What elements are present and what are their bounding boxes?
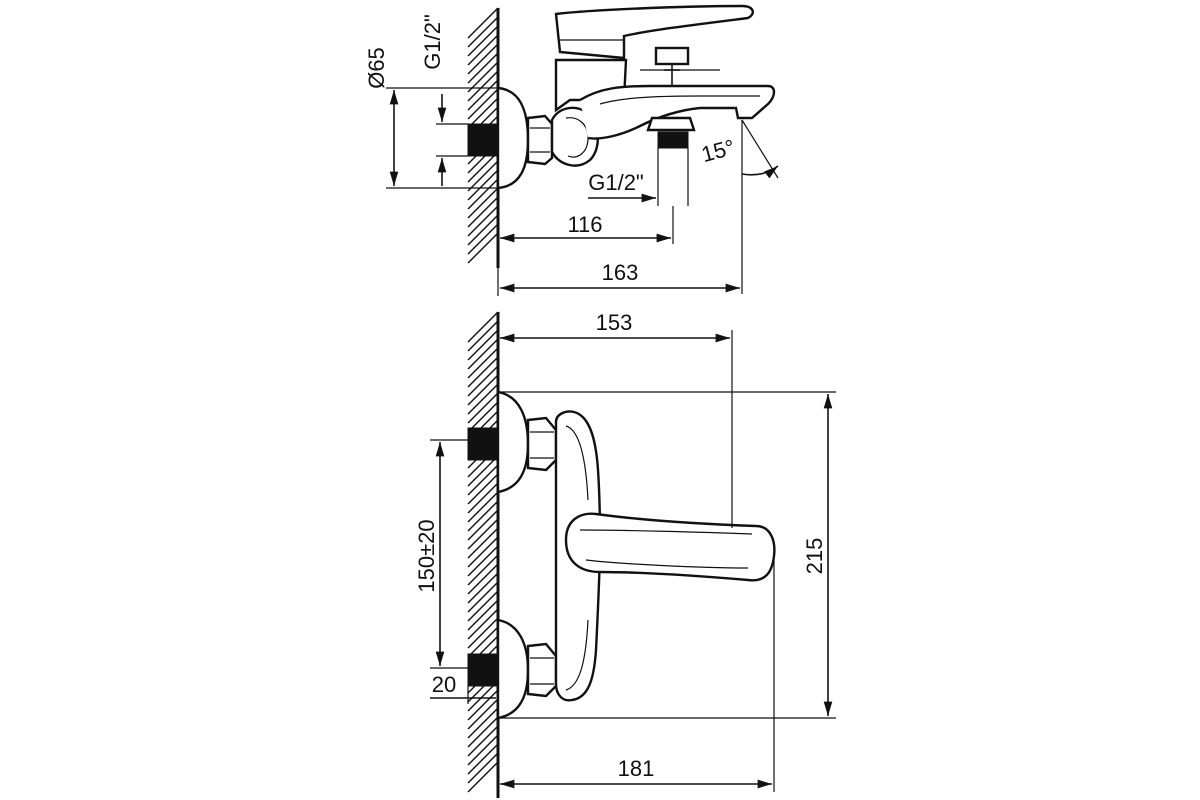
handle-top bbox=[554, 4, 754, 60]
thread-wall-label: G1/2" bbox=[420, 14, 445, 70]
wall-hatch-line bbox=[467, 178, 499, 210]
wall-hatch-line bbox=[467, 97, 499, 129]
wall-hatch-line bbox=[467, 374, 499, 406]
wall-hatch-line bbox=[467, 7, 499, 39]
wall-hatch-line bbox=[467, 79, 499, 111]
wall-hatch-line bbox=[467, 151, 499, 183]
wall-hatch-line bbox=[467, 617, 499, 649]
wall-hatch-line bbox=[467, 223, 499, 255]
wall-hatch-line bbox=[467, 383, 499, 415]
wall-hatch-line bbox=[467, 88, 499, 120]
wall-hatch-line bbox=[467, 187, 499, 219]
diverter-knob bbox=[654, 46, 690, 66]
height-label: 215 bbox=[802, 538, 827, 575]
wall-hatch-line bbox=[467, 608, 499, 640]
wall-hatch-line bbox=[467, 205, 499, 237]
centres-label: 150±20 bbox=[414, 519, 439, 592]
angle-label: 15° bbox=[699, 134, 738, 167]
wall-hatch-line bbox=[467, 347, 499, 379]
lower-thread bbox=[467, 653, 499, 687]
upper-nut bbox=[526, 416, 558, 472]
wall-hatch-line bbox=[467, 482, 499, 514]
thread-spout-label: G1/2" bbox=[588, 170, 644, 195]
wall-hatch-line bbox=[467, 536, 499, 568]
wall-hatch-line bbox=[467, 338, 499, 370]
upper-flange bbox=[496, 390, 530, 494]
wall-hatch-line bbox=[467, 698, 499, 730]
wall-hatch-line bbox=[467, 196, 499, 228]
spout-thread-top bbox=[657, 131, 689, 149]
wall-hatch-line bbox=[467, 61, 499, 93]
wall-hatch-line bbox=[467, 464, 499, 496]
wall-hatch-line bbox=[467, 743, 499, 775]
wall-hatch-line bbox=[467, 473, 499, 505]
upper-thread bbox=[467, 427, 499, 461]
wall-hatch-line bbox=[467, 214, 499, 246]
wall-hatch-line bbox=[467, 232, 499, 264]
wall-hatch-line bbox=[467, 356, 499, 388]
wall-hatch-line bbox=[467, 761, 499, 793]
wall-bottom bbox=[467, 311, 500, 798]
wall-hatch-line bbox=[467, 160, 499, 192]
wall-hatch-line bbox=[467, 25, 499, 57]
wall-hatch-line bbox=[467, 716, 499, 748]
hex-nut-top bbox=[526, 114, 554, 166]
wall-hatch-line bbox=[467, 590, 499, 622]
wall-hatch-line bbox=[467, 392, 499, 424]
wall-hatch-line bbox=[467, 52, 499, 84]
wall-hatch-line bbox=[467, 734, 499, 766]
wall-hatch-line bbox=[467, 455, 499, 487]
wall-hatch-line bbox=[467, 500, 499, 532]
wall-hatch-line bbox=[467, 626, 499, 658]
spout-thread-dist: 116 bbox=[567, 212, 602, 237]
lever-handle bbox=[564, 512, 776, 582]
wall-hatch-line bbox=[467, 572, 499, 604]
side-view: Ø65 G1/2" G1/2" 15° 116 163 bbox=[364, 4, 779, 296]
wall-hatch-line bbox=[467, 70, 499, 102]
wall-flange-top bbox=[496, 86, 530, 190]
wall-hatch-line bbox=[467, 169, 499, 201]
wall-hatch-line bbox=[467, 689, 499, 721]
wall-hatch-line bbox=[467, 545, 499, 577]
lower-flange bbox=[496, 618, 530, 720]
wall-hatch-line bbox=[467, 43, 499, 75]
wall-hatch-line bbox=[467, 752, 499, 784]
wall-hatch-line bbox=[467, 509, 499, 541]
wall-hatch-line bbox=[467, 34, 499, 66]
dia-label: Ø65 bbox=[364, 47, 389, 89]
projection-label: 153 bbox=[596, 310, 633, 335]
wall-hatch-line bbox=[467, 365, 499, 397]
spout-length: 163 bbox=[602, 260, 639, 285]
wall-hatch-line bbox=[467, 581, 499, 613]
wall-hatch-line bbox=[467, 725, 499, 757]
wall-hatch-line bbox=[467, 311, 499, 343]
wall-thread-top bbox=[467, 123, 499, 157]
wall-hatch-line bbox=[467, 320, 499, 352]
wall-hatch-line bbox=[467, 599, 499, 631]
wall-hatch-line bbox=[467, 518, 499, 550]
wall-hatch-line bbox=[467, 563, 499, 595]
wall-hatch-line bbox=[467, 707, 499, 739]
wall-hatch-line bbox=[467, 401, 499, 433]
thread-length-label: 20 bbox=[432, 672, 456, 697]
wall-hatch-line bbox=[467, 491, 499, 523]
front-view: 153 150±20 20 215 181 bbox=[414, 310, 836, 798]
wall-hatch-line bbox=[467, 16, 499, 48]
wall-hatch-line bbox=[467, 554, 499, 586]
wall-hatch-line bbox=[467, 527, 499, 559]
lower-nut bbox=[526, 642, 558, 698]
wall-hatch-line bbox=[467, 329, 499, 361]
overall-length-label: 181 bbox=[618, 756, 655, 781]
